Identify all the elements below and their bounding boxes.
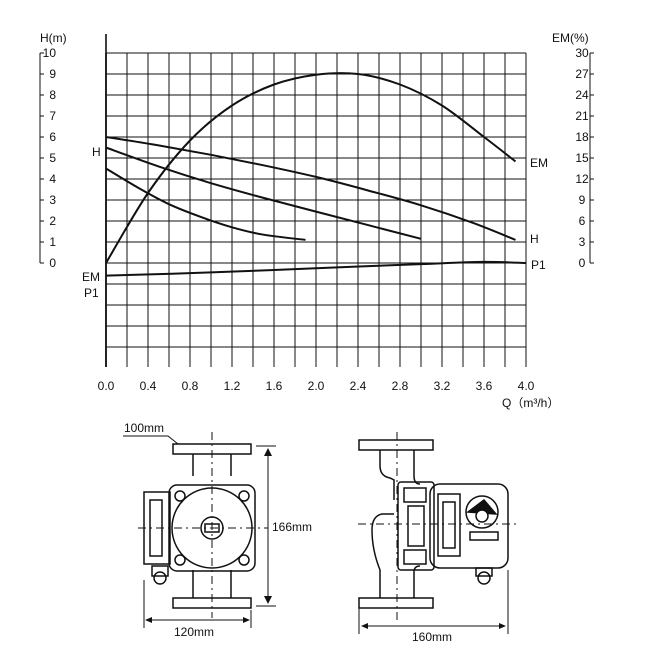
front-leader-100 [123,435,179,445]
side-motor-housing [397,481,435,571]
q-axis-label: Q（m³/h） [502,396,559,410]
side-pipe-upper-right [413,450,421,485]
front-cable-gland [151,565,169,577]
h-tick-label: 1 [49,235,56,249]
q-tick-label: 4.0 [518,379,535,393]
em-tick-label: 21 [575,109,589,123]
side-volute-left [371,513,394,598]
curve-p1 [105,260,527,277]
side-dial-hub [475,509,489,523]
h-tick-label: 9 [49,67,56,81]
side-label-plate [469,531,499,541]
side-upper-lug [403,487,427,503]
side-center-lines [358,432,516,622]
h-tick-label: 6 [49,130,56,144]
front-cable-end [153,571,167,585]
em-tick-label: 30 [575,46,589,60]
p1-curve-label-left: P1 [84,286,99,300]
h-tick-label: 5 [49,151,56,165]
dim-label-100mm: 100mm [124,421,164,435]
dim-label-166mm: 166mm [272,520,312,534]
side-bottom-flange [358,597,434,609]
em-tick-label: 27 [575,67,589,81]
chart-curves [105,72,527,277]
em-curve-label-left: EM [82,270,100,284]
q-tick-label: 2.0 [308,379,325,393]
em-tick-label: 3 [579,235,586,249]
curve-h [105,136,516,241]
side-display-window [442,501,456,549]
front-bolt-bl [174,554,186,566]
em-curve-label-right: EM [530,156,548,170]
q-tick-label: 1.6 [266,379,283,393]
h-tick-label: 10 [43,46,57,60]
q-tick-label: 2.4 [350,379,367,393]
q-tick-label: 1.2 [224,379,241,393]
em-tick-label: 9 [579,193,586,207]
side-speed-dial [465,495,499,529]
side-lower-lug [403,549,427,565]
h-tick-label: 8 [49,88,56,102]
side-pipe-lower-right [413,565,421,598]
q-tick-label: 0.4 [140,379,157,393]
h-curve-label-left: H [92,145,101,159]
em-tick-label: 12 [575,172,589,186]
curve-h [105,167,306,241]
dim-label-160mm: 160mm [412,630,452,644]
em-tick-label: 15 [575,151,589,165]
front-bolt-tl [174,490,186,502]
front-center-lines [138,432,268,618]
h-tick-label: 0 [49,256,56,270]
q-tick-label: 3.6 [476,379,493,393]
curve-em [105,72,517,264]
side-pipe-upper-left [379,450,395,500]
curve-h [105,146,422,240]
side-top-flange [358,439,434,451]
side-control-box [429,483,509,569]
side-cable-gland [475,567,493,577]
front-bolt-br [238,554,250,566]
side-display-panel [437,493,461,557]
pump-front-view [123,432,276,628]
h-axis-label: H(m) [40,31,67,45]
front-ext-120 [143,580,252,628]
front-bottom-neck [192,570,232,598]
h-tick-label: 3 [49,193,56,207]
em-axis-label: EM(%) [552,31,589,45]
p1-curve-label-right: P1 [531,258,546,272]
side-motor-stator [407,505,425,547]
q-tick-label: 2.8 [392,379,409,393]
side-ext-160 [358,570,509,634]
em-tick-label: 6 [579,214,586,228]
dim-label-120mm: 120mm [174,625,214,639]
q-tick-label: 0.8 [182,379,199,393]
q-tick-label: 0.0 [98,379,115,393]
em-tick-label: 24 [575,88,589,102]
chart-grid [39,34,591,367]
pump-side-view [358,432,516,634]
em-tick-label: 0 [579,256,586,270]
h-tick-label: 4 [49,172,56,186]
front-ext-166 [256,445,276,607]
em-tick-label: 18 [575,130,589,144]
side-cable-end [477,571,491,585]
h-curve-label-right: H [530,232,539,246]
front-top-neck [192,454,232,476]
q-tick-label: 3.2 [434,379,451,393]
h-tick-label: 7 [49,109,56,123]
front-bolt-tr [238,490,250,502]
h-tick-label: 2 [49,214,56,228]
